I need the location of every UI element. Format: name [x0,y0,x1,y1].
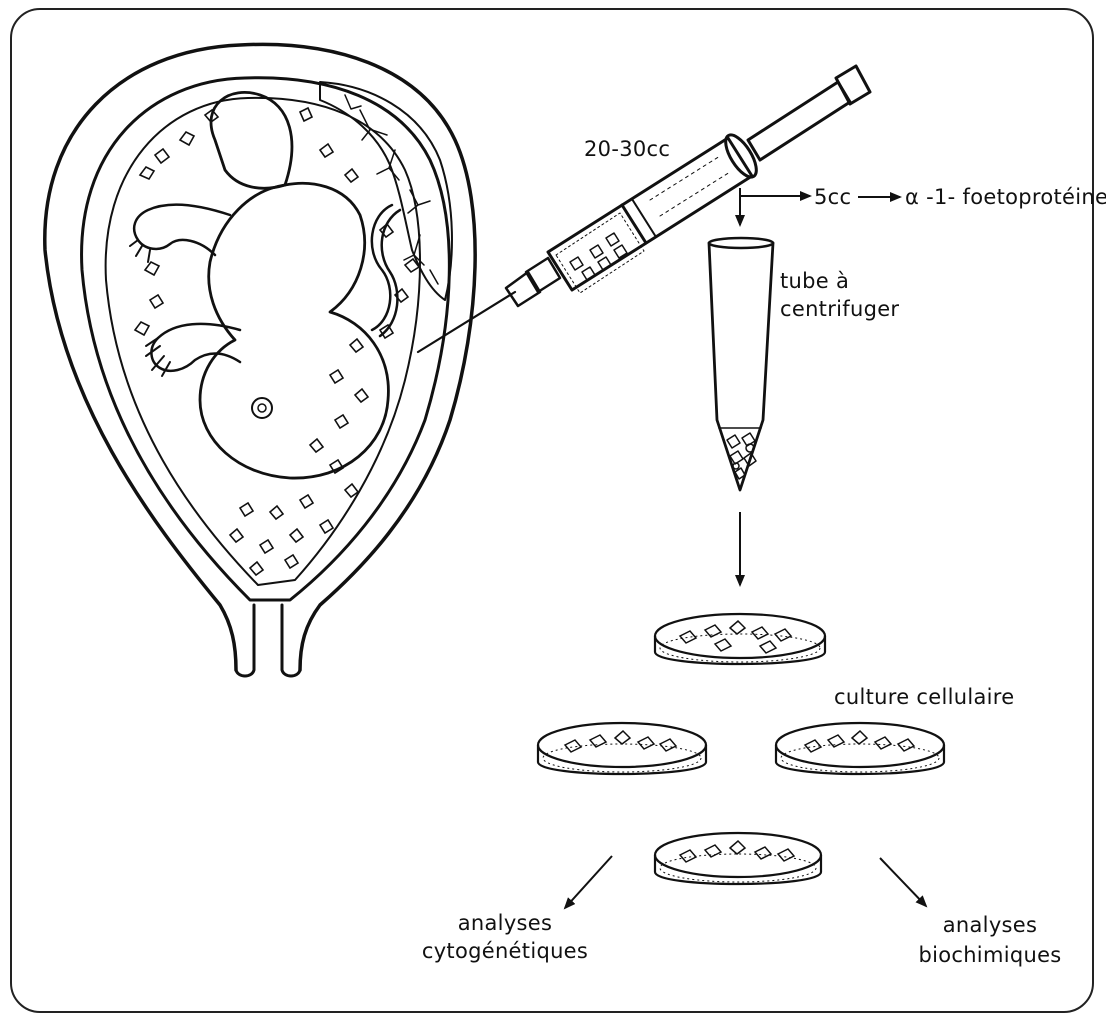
culture-label: culture cellulaire [834,684,1014,710]
arrow-to-biochemical [880,858,926,906]
petri-dish-main [655,614,825,664]
amniotic-cells [135,108,419,575]
aliquot-label: 5cc [814,184,851,210]
biochemical-label-line2: biochimiques [895,942,1085,968]
tube-label-line1: tube à [780,268,849,294]
uterus-illustration [45,44,475,676]
petri-dish-right [776,723,944,774]
alpha-fetoprotein-label: α -1- foetoprotéine [905,184,1106,210]
volume-label: 20-30cc [584,136,670,162]
petri-dish-left [538,723,706,774]
biochemical-label-line1: analyses [895,912,1085,938]
centrifuge-tube [709,238,773,490]
cytogenetic-label-line1: analyses [410,910,600,936]
tube-label-line2: centrifuger [780,296,899,322]
cytogenetic-label-line2: cytogénétiques [410,938,600,964]
arrow-to-cytogenetic [565,856,612,908]
petri-dish-bottom [655,833,821,884]
